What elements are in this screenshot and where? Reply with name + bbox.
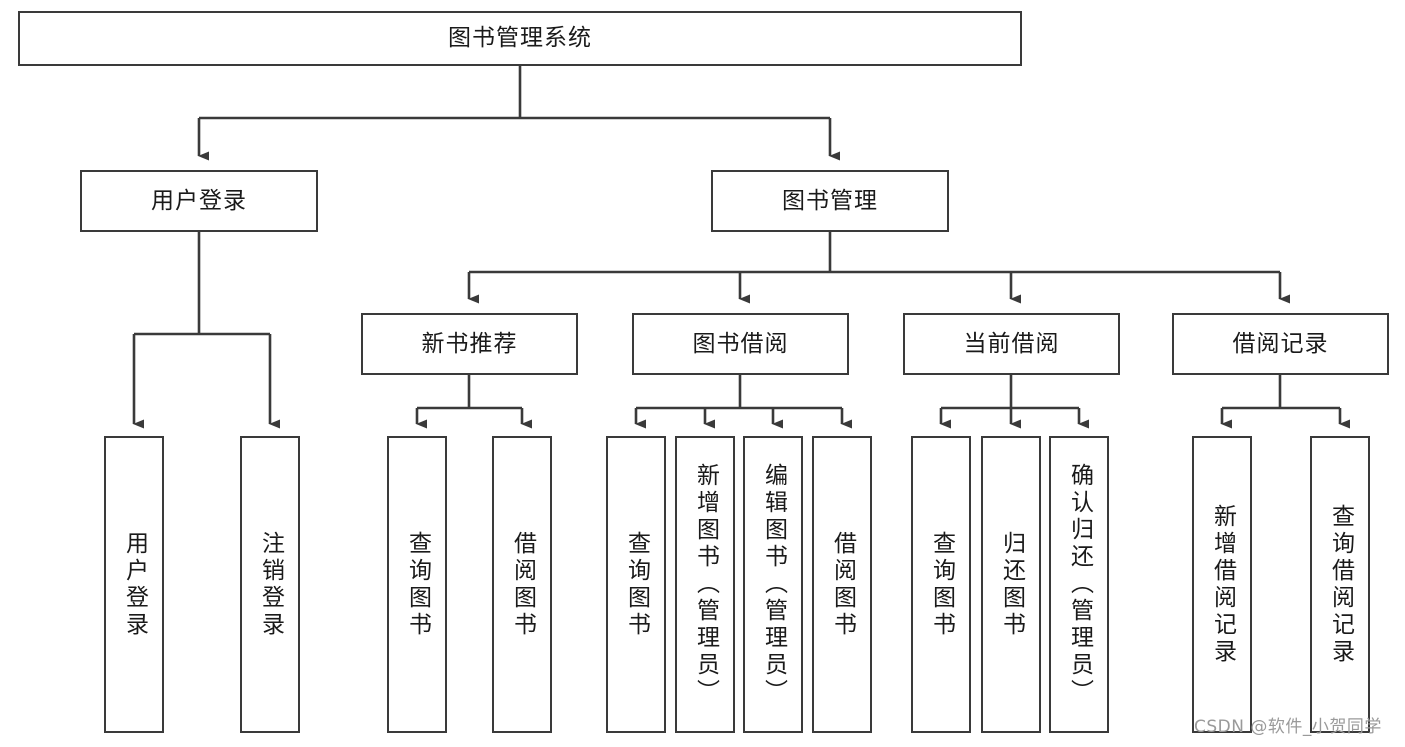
leaf-label: 查询图书: [623, 530, 650, 639]
node-new-book-recommend[interactable]: 新书推荐: [361, 313, 578, 375]
node-book-borrow[interactable]: 图书借阅: [632, 313, 849, 375]
leaf-current-confirm-return-admin[interactable]: 确认归还（管理员）: [1049, 436, 1109, 733]
leaf-recommend-borrow-book[interactable]: 借阅图书: [492, 436, 552, 733]
leaf-label: 新增借阅记录: [1209, 503, 1236, 666]
leaf-user-login-logout[interactable]: 注销登录: [240, 436, 300, 733]
leaf-label: 确认归还（管理员）: [1066, 463, 1093, 706]
leaf-borrow-borrow-book[interactable]: 借阅图书: [812, 436, 872, 733]
leaf-record-add-record[interactable]: 新增借阅记录: [1192, 436, 1252, 733]
node-user-login[interactable]: 用户登录: [80, 170, 318, 232]
leaf-label: 借阅图书: [509, 530, 536, 639]
watermark-text: CSDN @软件_小贺同学: [1194, 717, 1382, 737]
leaf-label: 注销登录: [257, 530, 284, 639]
leaf-borrow-query-book[interactable]: 查询图书: [606, 436, 666, 733]
leaf-current-return-book[interactable]: 归还图书: [981, 436, 1041, 733]
leaf-label: 查询借阅记录: [1327, 503, 1354, 666]
node-book-management[interactable]: 图书管理: [711, 170, 949, 232]
node-root-system[interactable]: 图书管理系统: [18, 11, 1022, 66]
leaf-current-query-book[interactable]: 查询图书: [911, 436, 971, 733]
node-current-borrow[interactable]: 当前借阅: [903, 313, 1120, 375]
leaf-recommend-query-book[interactable]: 查询图书: [387, 436, 447, 733]
leaf-label: 归还图书: [998, 530, 1025, 639]
leaf-label: 借阅图书: [829, 530, 856, 639]
leaf-label: 查询图书: [928, 530, 955, 639]
leaf-label: 新增图书（管理员）: [692, 463, 719, 706]
leaf-borrow-edit-book-admin[interactable]: 编辑图书（管理员）: [743, 436, 803, 733]
leaf-label: 编辑图书（管理员）: [760, 463, 787, 706]
node-borrow-record[interactable]: 借阅记录: [1172, 313, 1389, 375]
leaf-user-login-login[interactable]: 用户登录: [104, 436, 164, 733]
leaf-label: 用户登录: [121, 530, 148, 639]
leaf-label: 查询图书: [404, 530, 431, 639]
leaf-record-query-record[interactable]: 查询借阅记录: [1310, 436, 1370, 733]
leaf-borrow-add-book-admin[interactable]: 新增图书（管理员）: [675, 436, 735, 733]
